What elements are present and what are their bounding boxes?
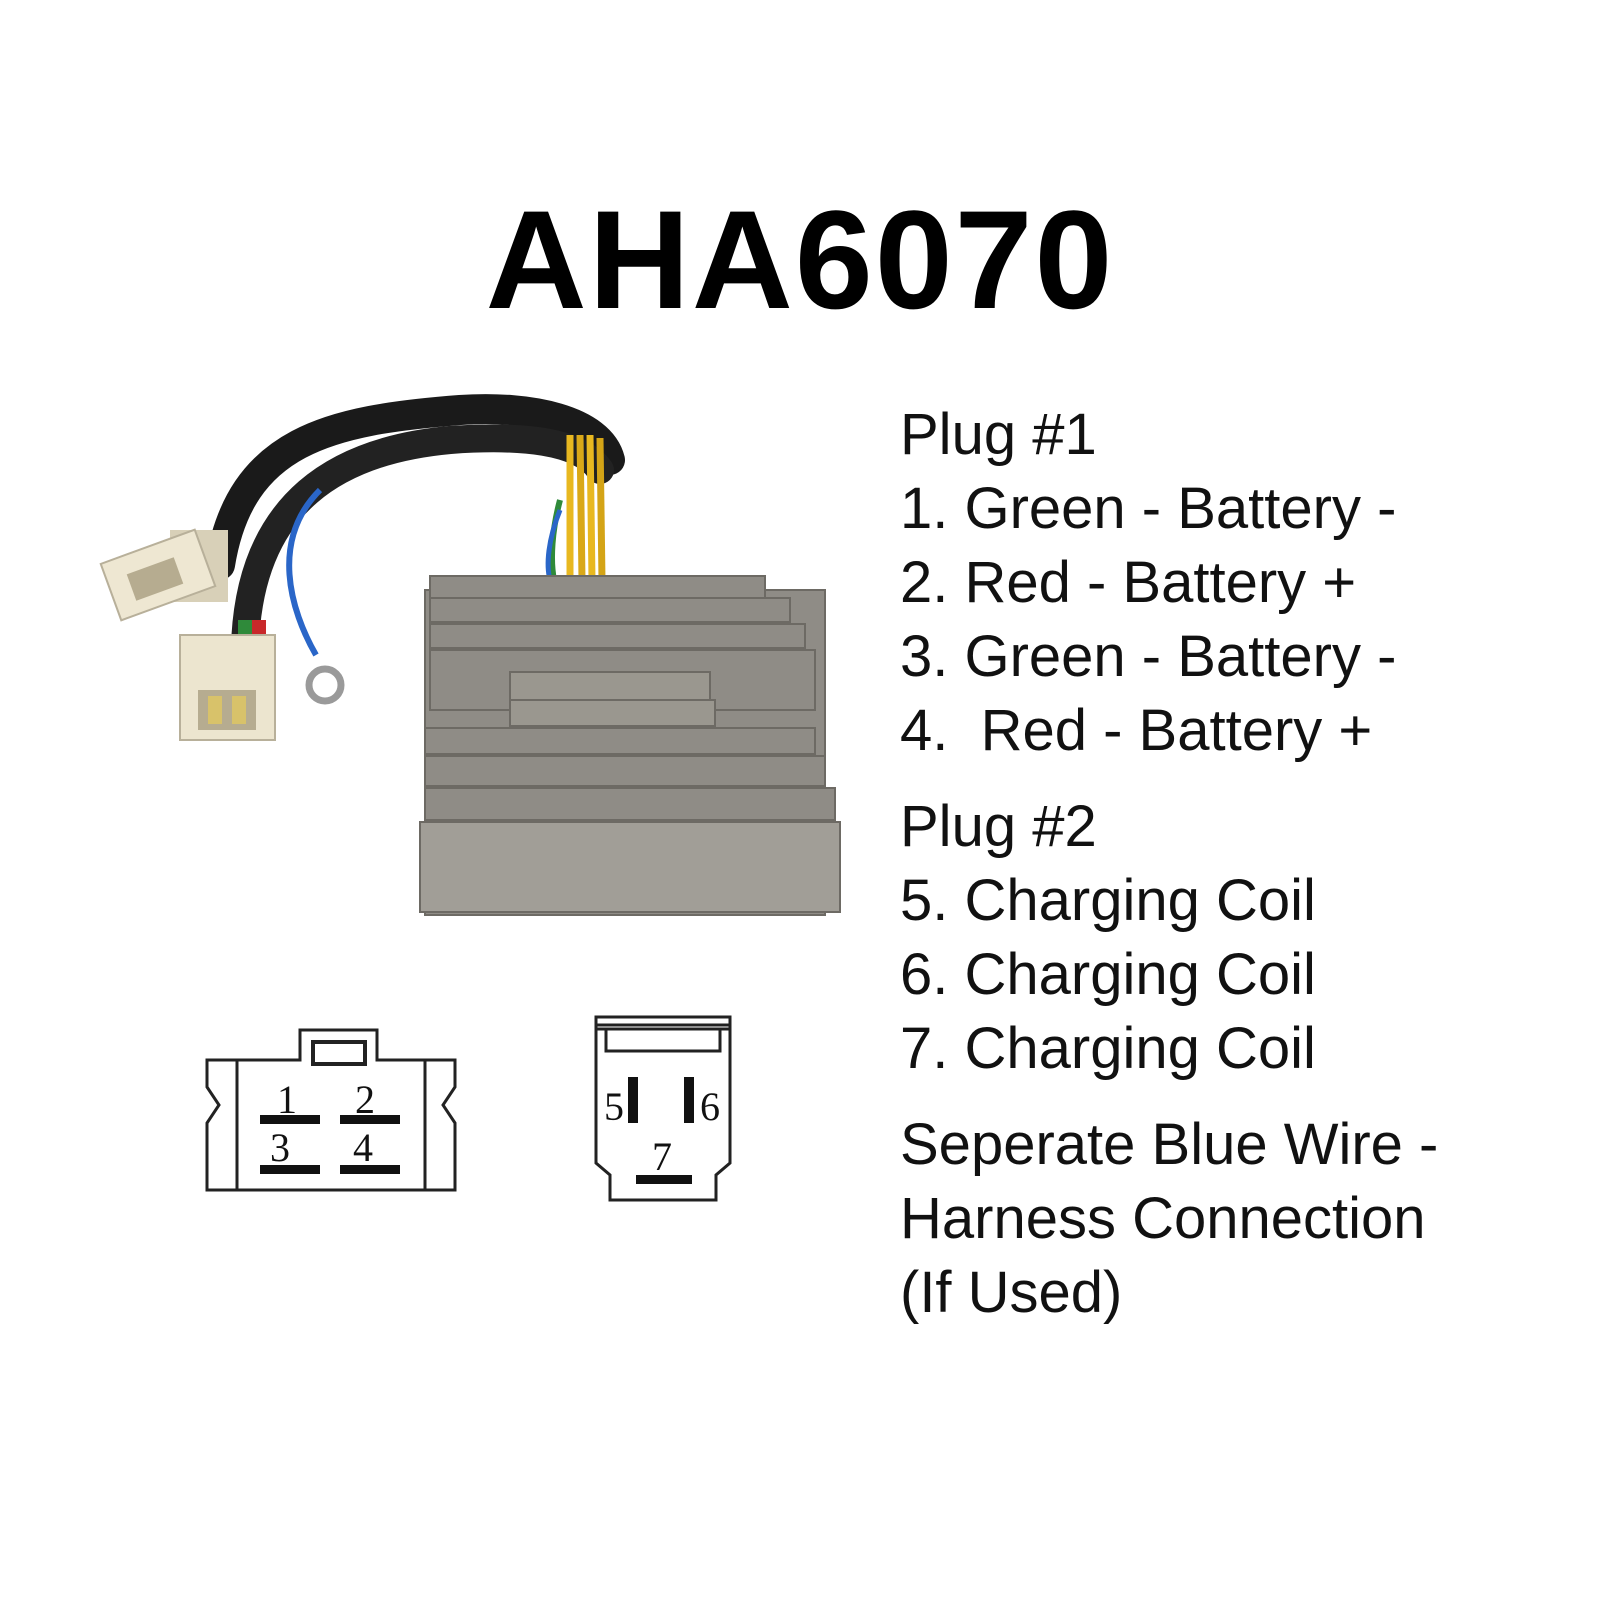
note-line: (If Used)	[900, 1260, 1123, 1325]
plug-1-latch	[311, 1040, 367, 1066]
wire-bundle-upper	[205, 394, 625, 580]
pin-label: 3	[270, 1125, 290, 1170]
pin-bar	[340, 1165, 400, 1174]
pin-label: 2	[355, 1077, 375, 1122]
plug-2-outline	[594, 1023, 732, 1202]
blue-ring-wire	[286, 487, 323, 657]
pin-description: 3. Green - Battery -	[900, 624, 1397, 689]
pin-label: 5	[604, 1084, 624, 1129]
plug-1-outline	[205, 1028, 457, 1192]
pin-label: 4	[353, 1125, 373, 1170]
product-title: AHA6070	[485, 181, 1115, 338]
heatsink	[419, 575, 841, 916]
pin-bar	[628, 1077, 638, 1123]
yellow-wire	[576, 434, 586, 581]
pin-description: 5. Charging Coil	[900, 868, 1316, 933]
pin-description: 4. Red - Battery +	[900, 698, 1373, 763]
pin-bar	[636, 1175, 692, 1184]
connector-plug-2	[179, 620, 276, 741]
ring-terminal	[305, 665, 345, 705]
yellow-wire	[586, 434, 596, 581]
pin-label: 7	[652, 1134, 672, 1179]
pin-bar	[340, 1115, 400, 1124]
connector-plug-1	[99, 528, 228, 622]
pin-description: 2. Red - Battery +	[900, 550, 1357, 615]
pin-description: 7. Charging Coil	[900, 1016, 1316, 1081]
plug-2-pin-diagram: 5 6 7	[594, 1015, 732, 1202]
plug-2-heading: Plug #2	[900, 794, 1097, 859]
note-line: Seperate Blue Wire -	[900, 1112, 1439, 1177]
plug-1-heading: Plug #1	[900, 402, 1097, 467]
yellow-wire	[596, 437, 606, 581]
pin-label: 1	[277, 1077, 297, 1122]
note-line: Harness Connection	[900, 1186, 1426, 1251]
pin-bar	[260, 1165, 320, 1174]
pin-label: 6	[700, 1084, 720, 1129]
wiring-legend: Plug #1 1. Green - Battery - 2. Red - Ba…	[900, 398, 1580, 1330]
pin-description: 1. Green - Battery -	[900, 476, 1397, 541]
plug-1-pin-diagram: 1 2 3 4	[205, 1028, 457, 1192]
pin-bar	[260, 1115, 320, 1124]
regulator-rectifier-image	[99, 394, 841, 916]
pin-bar	[684, 1077, 694, 1123]
pin-description: 6. Charging Coil	[900, 942, 1316, 1007]
wire-bundle-lower	[231, 424, 614, 659]
